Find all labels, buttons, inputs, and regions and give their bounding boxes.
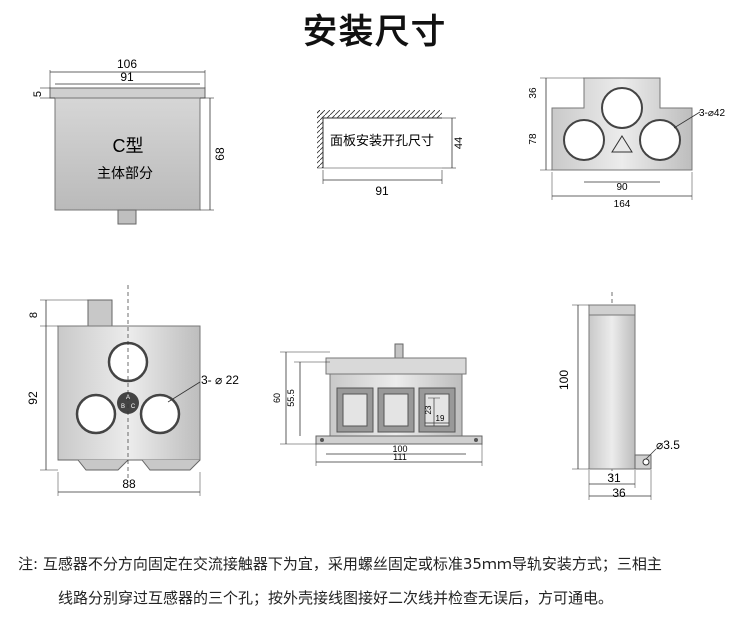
dim-90: 90 — [616, 182, 628, 193]
body-label: 主体部分 — [97, 165, 153, 181]
phase-badge-b: B — [121, 404, 125, 410]
phase-badge-c: C — [131, 404, 136, 410]
dim-60: 60 — [272, 393, 282, 403]
model-label: C型 — [113, 136, 144, 156]
dim-19: 19 — [436, 414, 445, 423]
dim-8: 8 — [28, 312, 40, 318]
dim-164: 164 — [614, 199, 631, 210]
dim-68: 68 — [213, 147, 227, 161]
dim-91: 91 — [120, 70, 134, 84]
hole-label-22: 3- ⌀ 22 — [201, 373, 239, 387]
dim-5: 5 — [32, 91, 44, 97]
dim-100-rail: 100 — [392, 444, 407, 454]
dim-100-side: 100 — [557, 370, 571, 390]
view-three-hole-small: 8 92 88 3- ⌀ 22 A B C — [26, 285, 239, 496]
dim-31: 31 — [607, 471, 621, 485]
dim-92: 92 — [26, 391, 40, 405]
note-line-2: 线路分别穿过互感器的三个孔；按外壳接线图接好二次线并检查无误后，方可通电。 — [58, 589, 614, 607]
dim-106: 106 — [117, 57, 137, 71]
view-side-narrow: 100 ⌀3.5 31 36 — [557, 292, 680, 500]
note-line-1: 注: 互感器不分方向固定在交流接触器下为宜，采用螺丝固定或标准35ｍｍ导轨安装方… — [18, 555, 662, 573]
dim-88: 88 — [122, 477, 136, 491]
view-three-hole-large: 36 78 90 164 3-⌀42 — [528, 77, 725, 210]
view-panel-cutout: 面板安装开孔尺寸 44 91 — [317, 110, 465, 198]
dim-55-5: 55.5 — [286, 389, 296, 407]
dim-78: 78 — [528, 133, 539, 145]
view-main-body: 106 91 5 68 C型 主体部分 — [32, 57, 227, 225]
dim-44: 44 — [453, 137, 465, 149]
phase-badge-a: A — [126, 395, 130, 401]
dim-23: 23 — [424, 405, 433, 414]
dim-36-top: 36 — [528, 87, 539, 99]
hole-label-42: 3-⌀42 — [699, 108, 725, 119]
dim-hole-3-5: ⌀3.5 — [656, 438, 680, 452]
dim-91-cutout: 91 — [375, 184, 389, 198]
dim-111: 111 — [393, 452, 407, 462]
cutout-label: 面板安装开孔尺寸 — [330, 133, 434, 148]
dim-36-side: 36 — [612, 486, 626, 500]
page-title: 安装尺寸 — [303, 12, 447, 52]
view-rail-mount: 60 55.5 23 19 100 111 — [272, 343, 483, 466]
